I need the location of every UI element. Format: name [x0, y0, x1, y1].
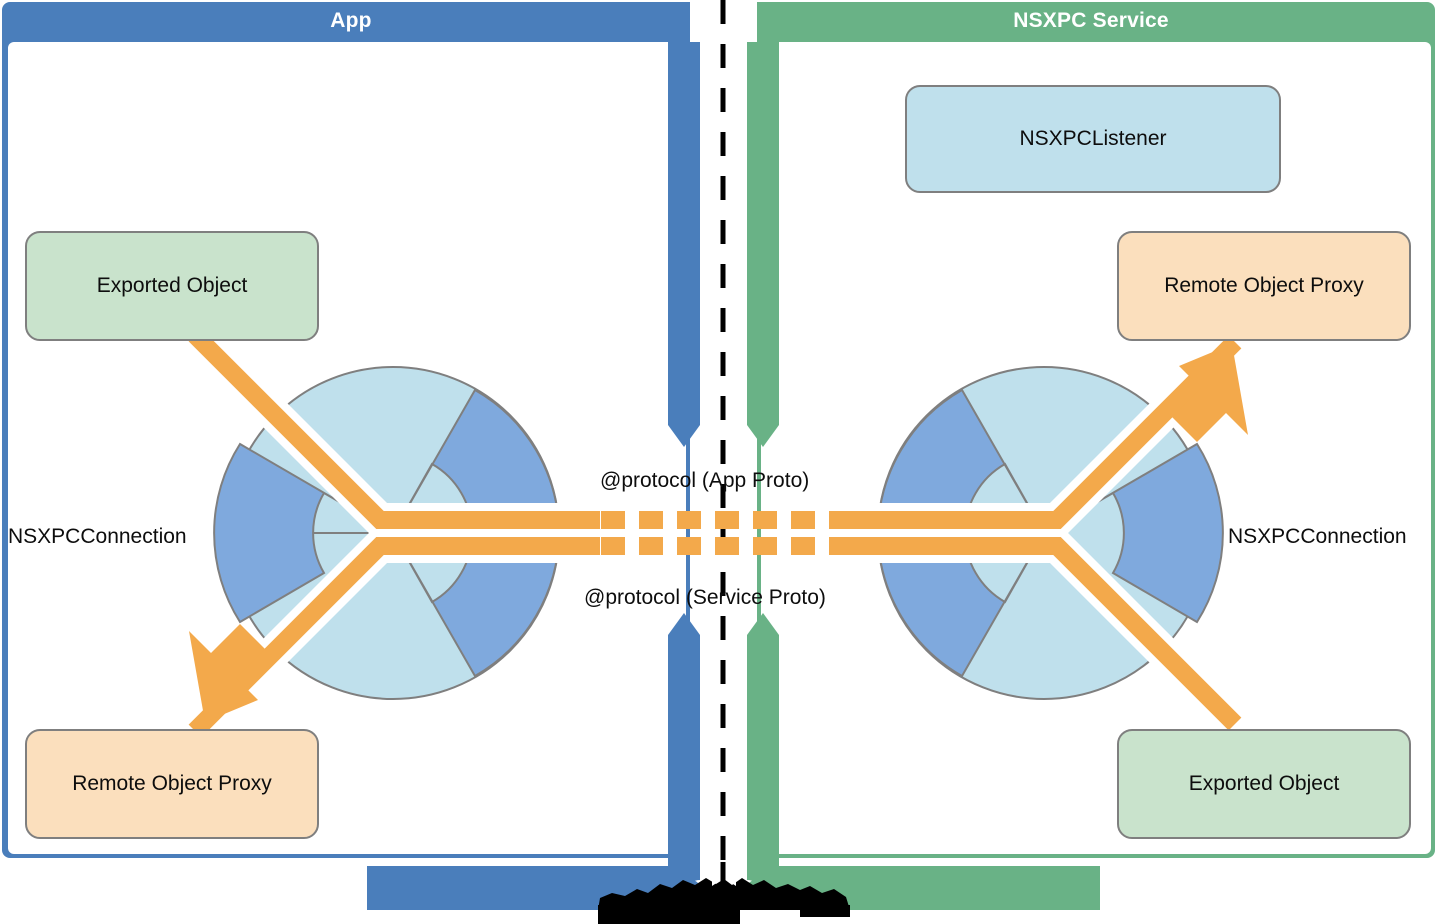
hub-right-sector-r — [1043, 442, 1224, 624]
hub-right-spokes — [837, 322, 1255, 744]
service-panel-title: NSXPC Service — [1013, 9, 1169, 32]
spoke-ll — [188, 537, 600, 738]
spoke-ul — [188, 328, 600, 529]
bottom-silhouette-base-right — [800, 905, 850, 917]
service-rail-lower — [747, 613, 779, 858]
app-remote-object-proxy-box[interactable] — [25, 729, 319, 839]
message-channels — [563, 511, 877, 555]
service-rail-upper — [747, 42, 779, 447]
service-connection-hub — [837, 322, 1255, 744]
service-proto-channel-label: @protocol (Service Proto) — [584, 586, 826, 609]
object-boxes — [25, 85, 1411, 839]
arrow-heads — [189, 344, 1248, 722]
app-proto-channel-label: @protocol (App Proto) — [600, 469, 810, 492]
bottom-silhouette-base-left — [598, 905, 740, 924]
nsxpclistener-box[interactable] — [905, 85, 1281, 193]
app-rail-upper — [668, 42, 700, 447]
app-connection-hub — [182, 322, 600, 744]
spoke-lr — [837, 537, 1242, 731]
app-rail-lower — [668, 613, 700, 858]
spoke-ur — [837, 335, 1242, 529]
app-panel-title: App — [330, 9, 372, 32]
arrowhead-service-proxy — [1172, 344, 1248, 442]
hub-left-spokes — [182, 322, 600, 744]
service-connection-label: NSXPCConnection — [1228, 525, 1407, 548]
arrowhead-app-proxy — [189, 624, 265, 722]
app-connection-label: NSXPCConnection — [8, 525, 187, 548]
service-exported-object-box[interactable] — [1117, 729, 1411, 839]
service-remote-object-proxy-box[interactable] — [1117, 231, 1411, 341]
app-exported-object-box[interactable] — [25, 231, 319, 341]
